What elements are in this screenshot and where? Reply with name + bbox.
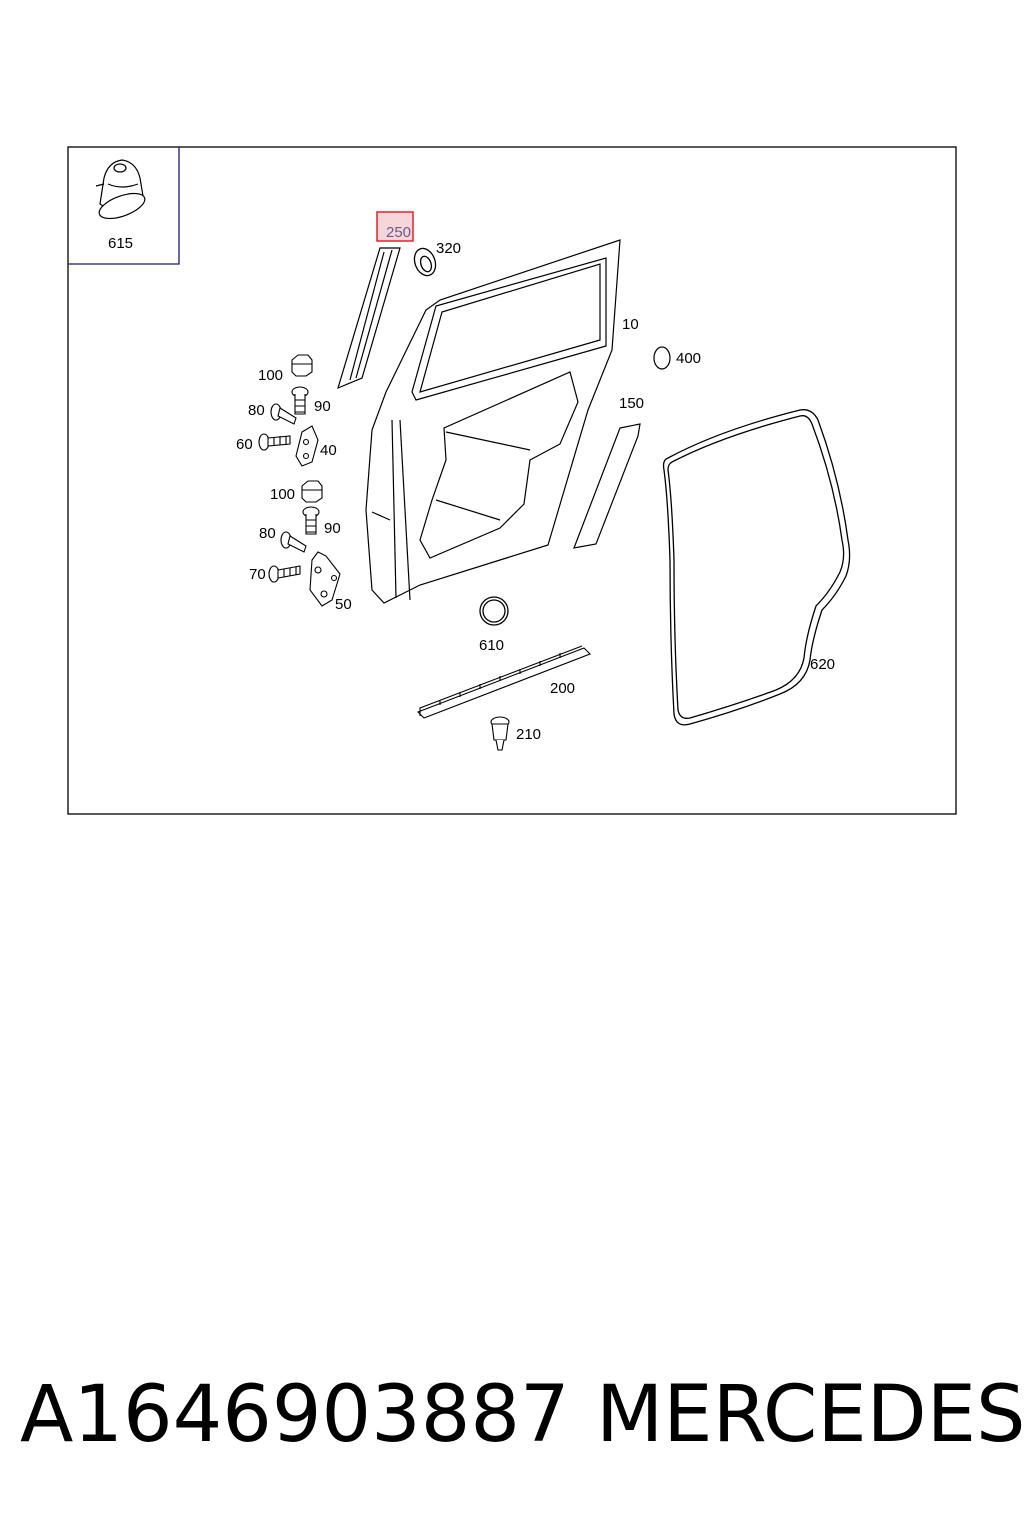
callout-250[interactable]: 250 bbox=[386, 224, 411, 241]
screw-80-upper-icon[interactable] bbox=[270, 403, 297, 425]
diagram-frame bbox=[67, 146, 957, 815]
callout-90-upper: 90 bbox=[314, 398, 331, 415]
callout-10: 10 bbox=[622, 316, 639, 333]
callout-615: 615 bbox=[108, 235, 133, 252]
callout-50: 50 bbox=[335, 596, 352, 613]
callout-100-upper: 100 bbox=[258, 367, 283, 384]
door-seal-620-icon[interactable] bbox=[662, 409, 851, 726]
ring-610-icon[interactable] bbox=[479, 596, 509, 626]
callout-610: 610 bbox=[479, 637, 504, 654]
callout-100-lower: 100 bbox=[270, 486, 295, 503]
part-number: A1646903887 bbox=[20, 1370, 570, 1460]
brand-name: MERCEDES bbox=[596, 1370, 1024, 1460]
callout-400: 400 bbox=[676, 350, 701, 367]
callout-60: 60 bbox=[236, 436, 253, 453]
footer: A1646903887 MERCEDES bbox=[0, 1370, 1024, 1470]
callout-620: 620 bbox=[810, 656, 835, 673]
inset-box bbox=[68, 147, 180, 265]
plug-400-icon[interactable] bbox=[653, 346, 671, 370]
trim-panel-150-icon[interactable] bbox=[573, 423, 641, 549]
screw-60-icon[interactable] bbox=[258, 433, 291, 451]
callout-70: 70 bbox=[249, 566, 266, 583]
nut-100-upper-icon[interactable] bbox=[291, 354, 313, 377]
nut-100-lower-icon[interactable] bbox=[301, 480, 323, 503]
hinge-40-icon[interactable] bbox=[295, 425, 319, 467]
callout-200: 200 bbox=[550, 680, 575, 697]
grommet-615-icon[interactable] bbox=[95, 159, 148, 224]
callout-210: 210 bbox=[516, 726, 541, 743]
clip-210-icon[interactable] bbox=[490, 716, 510, 751]
callout-90-lower: 90 bbox=[324, 520, 341, 537]
screw-70-icon[interactable] bbox=[268, 565, 301, 583]
ring-320-icon[interactable] bbox=[411, 245, 439, 278]
trim-strip-250-icon[interactable] bbox=[337, 247, 401, 390]
callout-80-lower: 80 bbox=[259, 525, 276, 542]
callout-40: 40 bbox=[320, 442, 337, 459]
callout-80-upper: 80 bbox=[248, 402, 265, 419]
bolt-90-lower-icon[interactable] bbox=[302, 506, 320, 535]
callout-320: 320 bbox=[436, 240, 461, 257]
parts-diagram: 615 250 320 10 400 100 90 80 60 40 150 1… bbox=[67, 146, 957, 815]
sill-strip-200-icon[interactable] bbox=[417, 645, 591, 719]
hinge-50-icon[interactable] bbox=[309, 551, 341, 607]
highlight-box-250 bbox=[376, 211, 414, 242]
callout-150: 150 bbox=[619, 395, 644, 412]
screw-80-lower-icon[interactable] bbox=[280, 531, 307, 553]
door-shell-10-icon[interactable] bbox=[365, 239, 621, 604]
bolt-90-upper-icon[interactable] bbox=[291, 386, 309, 415]
